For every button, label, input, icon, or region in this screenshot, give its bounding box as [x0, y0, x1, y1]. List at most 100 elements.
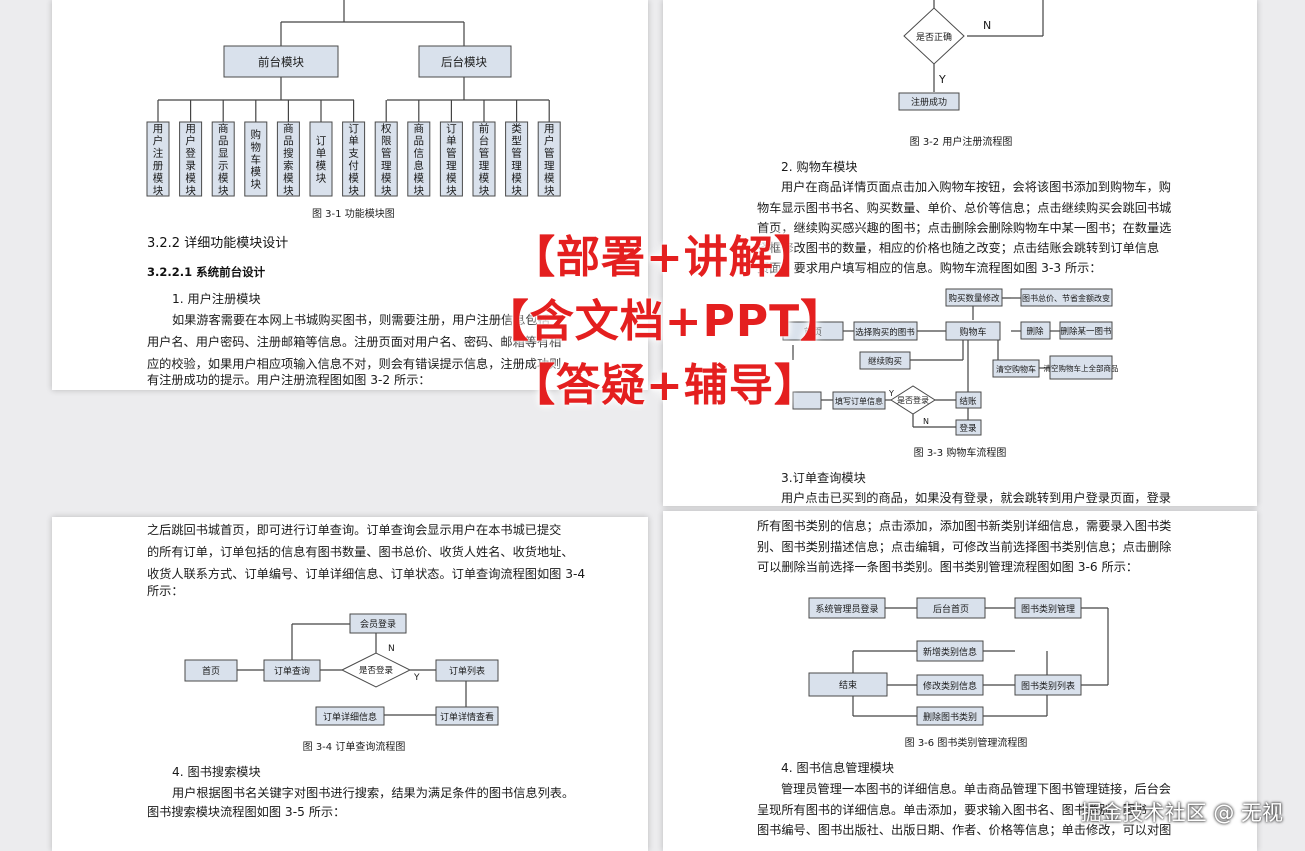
cm-cat-list — [1014, 674, 1082, 696]
paragraph-line: 所示： — [147, 584, 184, 598]
decision-label: 是否正确 — [916, 31, 952, 43]
module-box — [276, 121, 300, 197]
module-label: 类型管理模块 — [511, 122, 522, 197]
oq-y: Y — [413, 673, 420, 683]
cart-flow-clear-all — [1049, 355, 1113, 380]
cm-admin-login — [808, 597, 886, 619]
promo-banner-line-3: 【答疑+辅导】 — [511, 360, 819, 411]
paragraph-line: 如果游客需要在本网上书城购买图书，则需要注册，用户注册信息包括 — [172, 313, 550, 327]
cart-flow-y: Y — [888, 389, 894, 398]
promo-banner-line-1: 【部署+讲解】 — [511, 232, 819, 283]
paragraph-line: 图书搜索模块流程图如图 3-5 所示： — [147, 805, 346, 819]
cart-flow-delete — [1020, 321, 1051, 340]
paragraph-line: 物车显示图书书名、购买数量、单价、总价等信息；点击继续购买会跳回书城 — [757, 201, 1172, 215]
document-page-4: 系统管理员登录 后台首页 图书类别管理 新增类别信息 结束 修改类别信息 图书类… — [663, 511, 1257, 851]
cm-end-label: 结束 — [839, 679, 857, 691]
order-query-flowchart: 首页 订单查询 是否登录 N Y 会员登录 订单列表 订单详情查看 订单详细信息… — [184, 613, 499, 753]
top-module-front: 前台模块 — [258, 55, 304, 69]
cart-flow-delete-one-label: 删除某一图书 — [1060, 326, 1112, 337]
cart-flow-delete-one — [1059, 321, 1113, 340]
module-label: 权限管理模块 — [381, 122, 392, 197]
cart-flow-qty — [945, 288, 1003, 307]
cart-flow-login-decision-label: 是否登录 — [897, 395, 929, 405]
decision-correct — [903, 7, 965, 65]
paragraph-line: 管理员管理一本图书的详细信息。单击商品管理下图书管理链接，后台会 — [781, 782, 1171, 796]
cm-del — [916, 706, 984, 726]
oq-list — [435, 659, 499, 682]
cart-flow-fill — [832, 391, 886, 410]
paragraph-line: 用户在商品详情页面点击加入购物车按钮，会将该图书添加到购物车，购 — [781, 180, 1171, 194]
cm-edit — [916, 674, 984, 696]
module-label: 订单模块 — [316, 135, 327, 184]
figure-caption-3-2: 图 3-2 用户注册流程图 — [910, 135, 1013, 148]
cart-flow-choose-label: 选择购买的图书 — [855, 327, 915, 338]
paragraph-line: 的所有订单，订单包括的信息有图书数量、图书总价、收货人姓名、收货地址、 — [147, 545, 574, 559]
register-success-label: 注册成功 — [911, 96, 947, 108]
module-box — [374, 121, 398, 197]
promo-banner-line-2: 【含文档+PPT】 — [484, 296, 846, 347]
subsection-heading: 3.2.2.1 系统前台设计 — [147, 265, 266, 279]
module-box — [439, 121, 463, 197]
document-page-3: 首页 订单查询 是否登录 N Y 会员登录 订单列表 订单详情查看 订单详细信息… — [52, 517, 648, 851]
function-module-chart: 前台模块 后台模块 用户注册模块用户登录模块商品显示模块购物车模块商品搜索模块订… — [146, 0, 561, 197]
paragraph-line: 呈现所有图书的详细信息。单击添加，要求输入图书名、图书类别、图书 — [757, 803, 1147, 817]
module-label: 订单支付模块 — [348, 123, 359, 197]
cm-end — [808, 672, 888, 697]
module-box — [146, 121, 170, 197]
module-heading-order-query: 3.订单查询模块 — [781, 471, 866, 485]
flowcharts-page2: 是否正确 N Y 注册成功 图 3-2 用户注册流程图 — [782, 0, 1119, 459]
cart-flow-continue-label: 继续购买 — [868, 356, 902, 367]
cm-del-label: 删除图书类别 — [923, 711, 977, 723]
paragraph-line: 之后跳回书城首页，即可进行订单查询。订单查询会显示用户在本书城已提交 — [147, 523, 562, 537]
oq-detail-view-label: 订单详情查看 — [440, 711, 494, 723]
figure-caption-3-4: 图 3-4 订单查询流程图 — [303, 740, 406, 753]
section-heading: 3.2.2 详细功能模块设计 — [147, 236, 289, 251]
cart-flow-home-label: 首页 — [804, 326, 822, 338]
oq-login-decision-label: 是否登录 — [359, 665, 394, 676]
document-page-2: 是否正确 N Y 注册成功 图 3-2 用户注册流程图 — [663, 0, 1257, 506]
cart-flow-total-label: 图书总价、节省金额改变 — [1022, 293, 1110, 303]
module-heading-register: 1. 用户注册模块 — [172, 292, 261, 306]
paragraph-line: 所有图书类别的信息；点击添加，添加图书新类别详细信息，需要录入图书类 — [757, 519, 1172, 533]
cart-flow-home — [782, 321, 844, 341]
module-box — [179, 121, 203, 197]
module-heading-cart: 2. 购物车模块 — [781, 160, 858, 174]
oq-detail — [315, 706, 385, 726]
module-label: 前台管理模块 — [479, 122, 490, 197]
oq-query — [263, 659, 321, 682]
oq-member-login-label: 会员登录 — [360, 618, 396, 630]
oq-detail-view — [435, 706, 499, 726]
cart-flow-cart-label: 购物车 — [959, 326, 986, 338]
module-box — [309, 121, 333, 197]
cart-flow-login-label: 登录 — [959, 423, 977, 434]
cm-cat-mgmt-label: 图书类别管理 — [1021, 603, 1075, 615]
module-label: 购物车模块 — [251, 128, 262, 191]
figure-caption-3-3: 图 3-3 购物车流程图 — [914, 446, 1007, 459]
document-page-1: 前台模块 后台模块 用户注册模块用户登录模块商品显示模块购物车模块商品搜索模块订… — [52, 0, 648, 390]
oq-n: N — [388, 644, 395, 654]
cart-flow-n: N — [923, 417, 929, 426]
top-module-box-back — [418, 45, 512, 78]
module-label: 用户管理模块 — [544, 123, 555, 197]
cm-admin-login-label: 系统管理员登录 — [815, 603, 878, 615]
module-label: 商品显示模块 — [218, 122, 229, 197]
module-box — [472, 121, 496, 197]
module-heading-search: 4. 图书搜索模块 — [172, 765, 261, 779]
cart-flow-choose — [853, 321, 918, 341]
cart-flow-cart — [945, 321, 1001, 341]
paragraph-line: 收货人联系方式、订单编号、订单详细信息、订单状态。订单查询流程图如图 3-4 — [147, 567, 586, 581]
oq-home — [184, 659, 238, 682]
oq-query-label: 订单查询 — [274, 665, 310, 677]
module-label: 商品搜索模块 — [283, 122, 294, 197]
module-box — [505, 121, 529, 197]
cart-flow-checkout — [955, 391, 982, 409]
cart-flow-clear-label: 清空购物车 — [996, 364, 1036, 374]
cart-flow-fill-label: 填写订单信息 — [835, 396, 883, 406]
paragraph-line: 图书编号、图书出版社、出版日期、作者、价格等信息；单击修改，可以对图 — [757, 823, 1172, 837]
register-success-box — [898, 92, 960, 111]
watermark: 掘金技术社区 @ 无视 — [1080, 801, 1283, 825]
module-label: 订单管理模块 — [446, 123, 457, 197]
no-label: N — [983, 19, 991, 32]
cart-flow-clear-all-label: 清空购物车上全部商品 — [1044, 363, 1119, 373]
cart-flow-total — [1020, 288, 1113, 307]
